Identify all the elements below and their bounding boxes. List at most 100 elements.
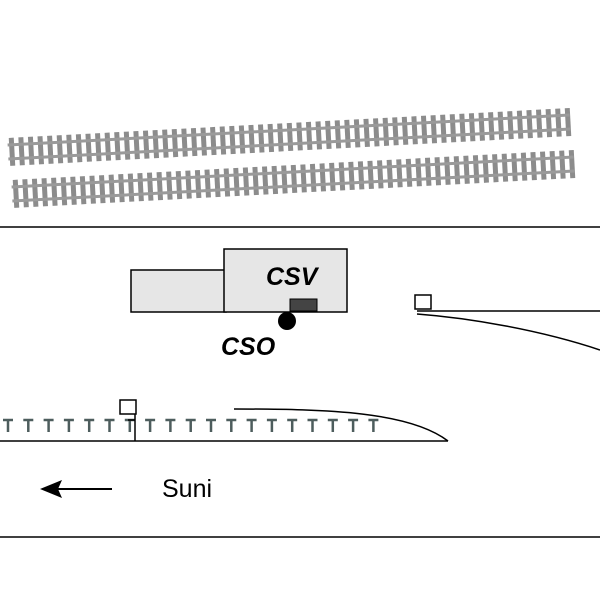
sleeper — [449, 114, 457, 143]
sleeper — [152, 129, 160, 159]
sleeper — [233, 167, 240, 197]
sleeper — [305, 121, 313, 151]
sleeper — [329, 162, 336, 192]
sleeper — [334, 120, 342, 149]
sleeper — [204, 169, 211, 198]
sleeper — [386, 159, 394, 188]
platform-marker — [368, 418, 379, 432]
sleeper — [377, 160, 384, 189]
platform-marker — [287, 418, 298, 432]
sleeper — [540, 151, 547, 180]
track-pair — [7, 107, 576, 208]
sleeper — [123, 131, 131, 160]
sleeper — [396, 159, 403, 188]
sleeper — [142, 130, 150, 159]
sleeper — [411, 116, 418, 145]
sleeper — [468, 113, 476, 142]
sleeper — [190, 127, 198, 157]
sleeper — [108, 174, 116, 203]
building-main — [223, 248, 348, 313]
sleeper — [286, 122, 294, 152]
sleeper — [401, 116, 409, 145]
sleeper — [51, 177, 58, 206]
sleeper — [66, 134, 73, 163]
sleeper — [405, 158, 413, 187]
sleeper — [47, 135, 54, 164]
sleeper — [114, 132, 121, 161]
sleeper — [555, 108, 562, 137]
platform — [0, 399, 449, 442]
sleeper — [146, 172, 154, 201]
sleeper — [338, 162, 346, 191]
sleeper — [497, 111, 505, 140]
sleeper — [382, 117, 390, 146]
sleeper — [348, 161, 355, 190]
sleeper — [459, 113, 466, 142]
sleeper — [472, 155, 480, 184]
sleeper — [373, 118, 380, 147]
sleeper — [568, 149, 576, 179]
platform-marker — [145, 418, 156, 432]
sleeper — [171, 128, 179, 158]
sleeper — [564, 107, 572, 137]
sleeper — [261, 166, 269, 195]
rail — [8, 127, 571, 161]
building-wing — [130, 269, 227, 313]
sleeper — [545, 109, 553, 138]
sleeper — [507, 111, 514, 140]
sleeper — [162, 129, 169, 158]
sleeper — [41, 178, 48, 207]
sleeper — [444, 156, 451, 185]
sleeper — [79, 176, 87, 205]
sleeper — [89, 175, 96, 204]
sleeper — [223, 168, 231, 197]
platform-signal — [119, 399, 137, 441]
platform-marker — [124, 418, 135, 432]
turnout-right — [414, 294, 600, 351]
platform-marker — [206, 418, 216, 432]
station-building: CSV — [130, 248, 348, 313]
direction-indicator: Suni — [40, 475, 212, 503]
sleeper — [56, 135, 64, 164]
sleeper — [319, 163, 327, 192]
sleeper — [214, 168, 221, 198]
sleeper — [300, 164, 307, 193]
sleeper — [210, 126, 217, 156]
sleeper — [488, 112, 495, 141]
platform-marker — [226, 418, 237, 432]
sleeper — [559, 150, 566, 179]
sleeper — [8, 137, 16, 166]
platform-marker — [104, 418, 115, 432]
platform-markers — [3, 418, 379, 432]
track-lower — [11, 149, 576, 208]
sleeper — [520, 152, 528, 181]
signal-label: CSO — [221, 333, 276, 361]
sleeper — [248, 124, 255, 154]
platform-signal-box — [119, 399, 137, 415]
sleeper — [238, 125, 246, 154]
sleeper — [549, 151, 557, 180]
sleeper — [420, 115, 428, 144]
sleeper — [22, 179, 29, 208]
sleeper — [296, 122, 303, 151]
sleeper — [516, 110, 524, 139]
sleeper — [267, 123, 275, 153]
sleeper — [430, 115, 438, 144]
sleeper — [75, 134, 83, 163]
sleeper — [325, 120, 332, 150]
platform-marker — [266, 418, 277, 432]
sleeper — [181, 128, 188, 157]
sleeper — [99, 175, 106, 204]
sleeper — [478, 112, 485, 141]
sleeper — [27, 136, 35, 165]
platform-marker — [23, 418, 34, 432]
sleeper — [353, 119, 361, 148]
sleeper — [309, 163, 317, 193]
sleeper — [271, 165, 279, 195]
sleeper — [156, 171, 164, 201]
sleeper — [185, 170, 192, 199]
sleeper — [482, 154, 489, 183]
direction-label: Suni — [162, 475, 212, 503]
sleeper — [501, 153, 509, 182]
